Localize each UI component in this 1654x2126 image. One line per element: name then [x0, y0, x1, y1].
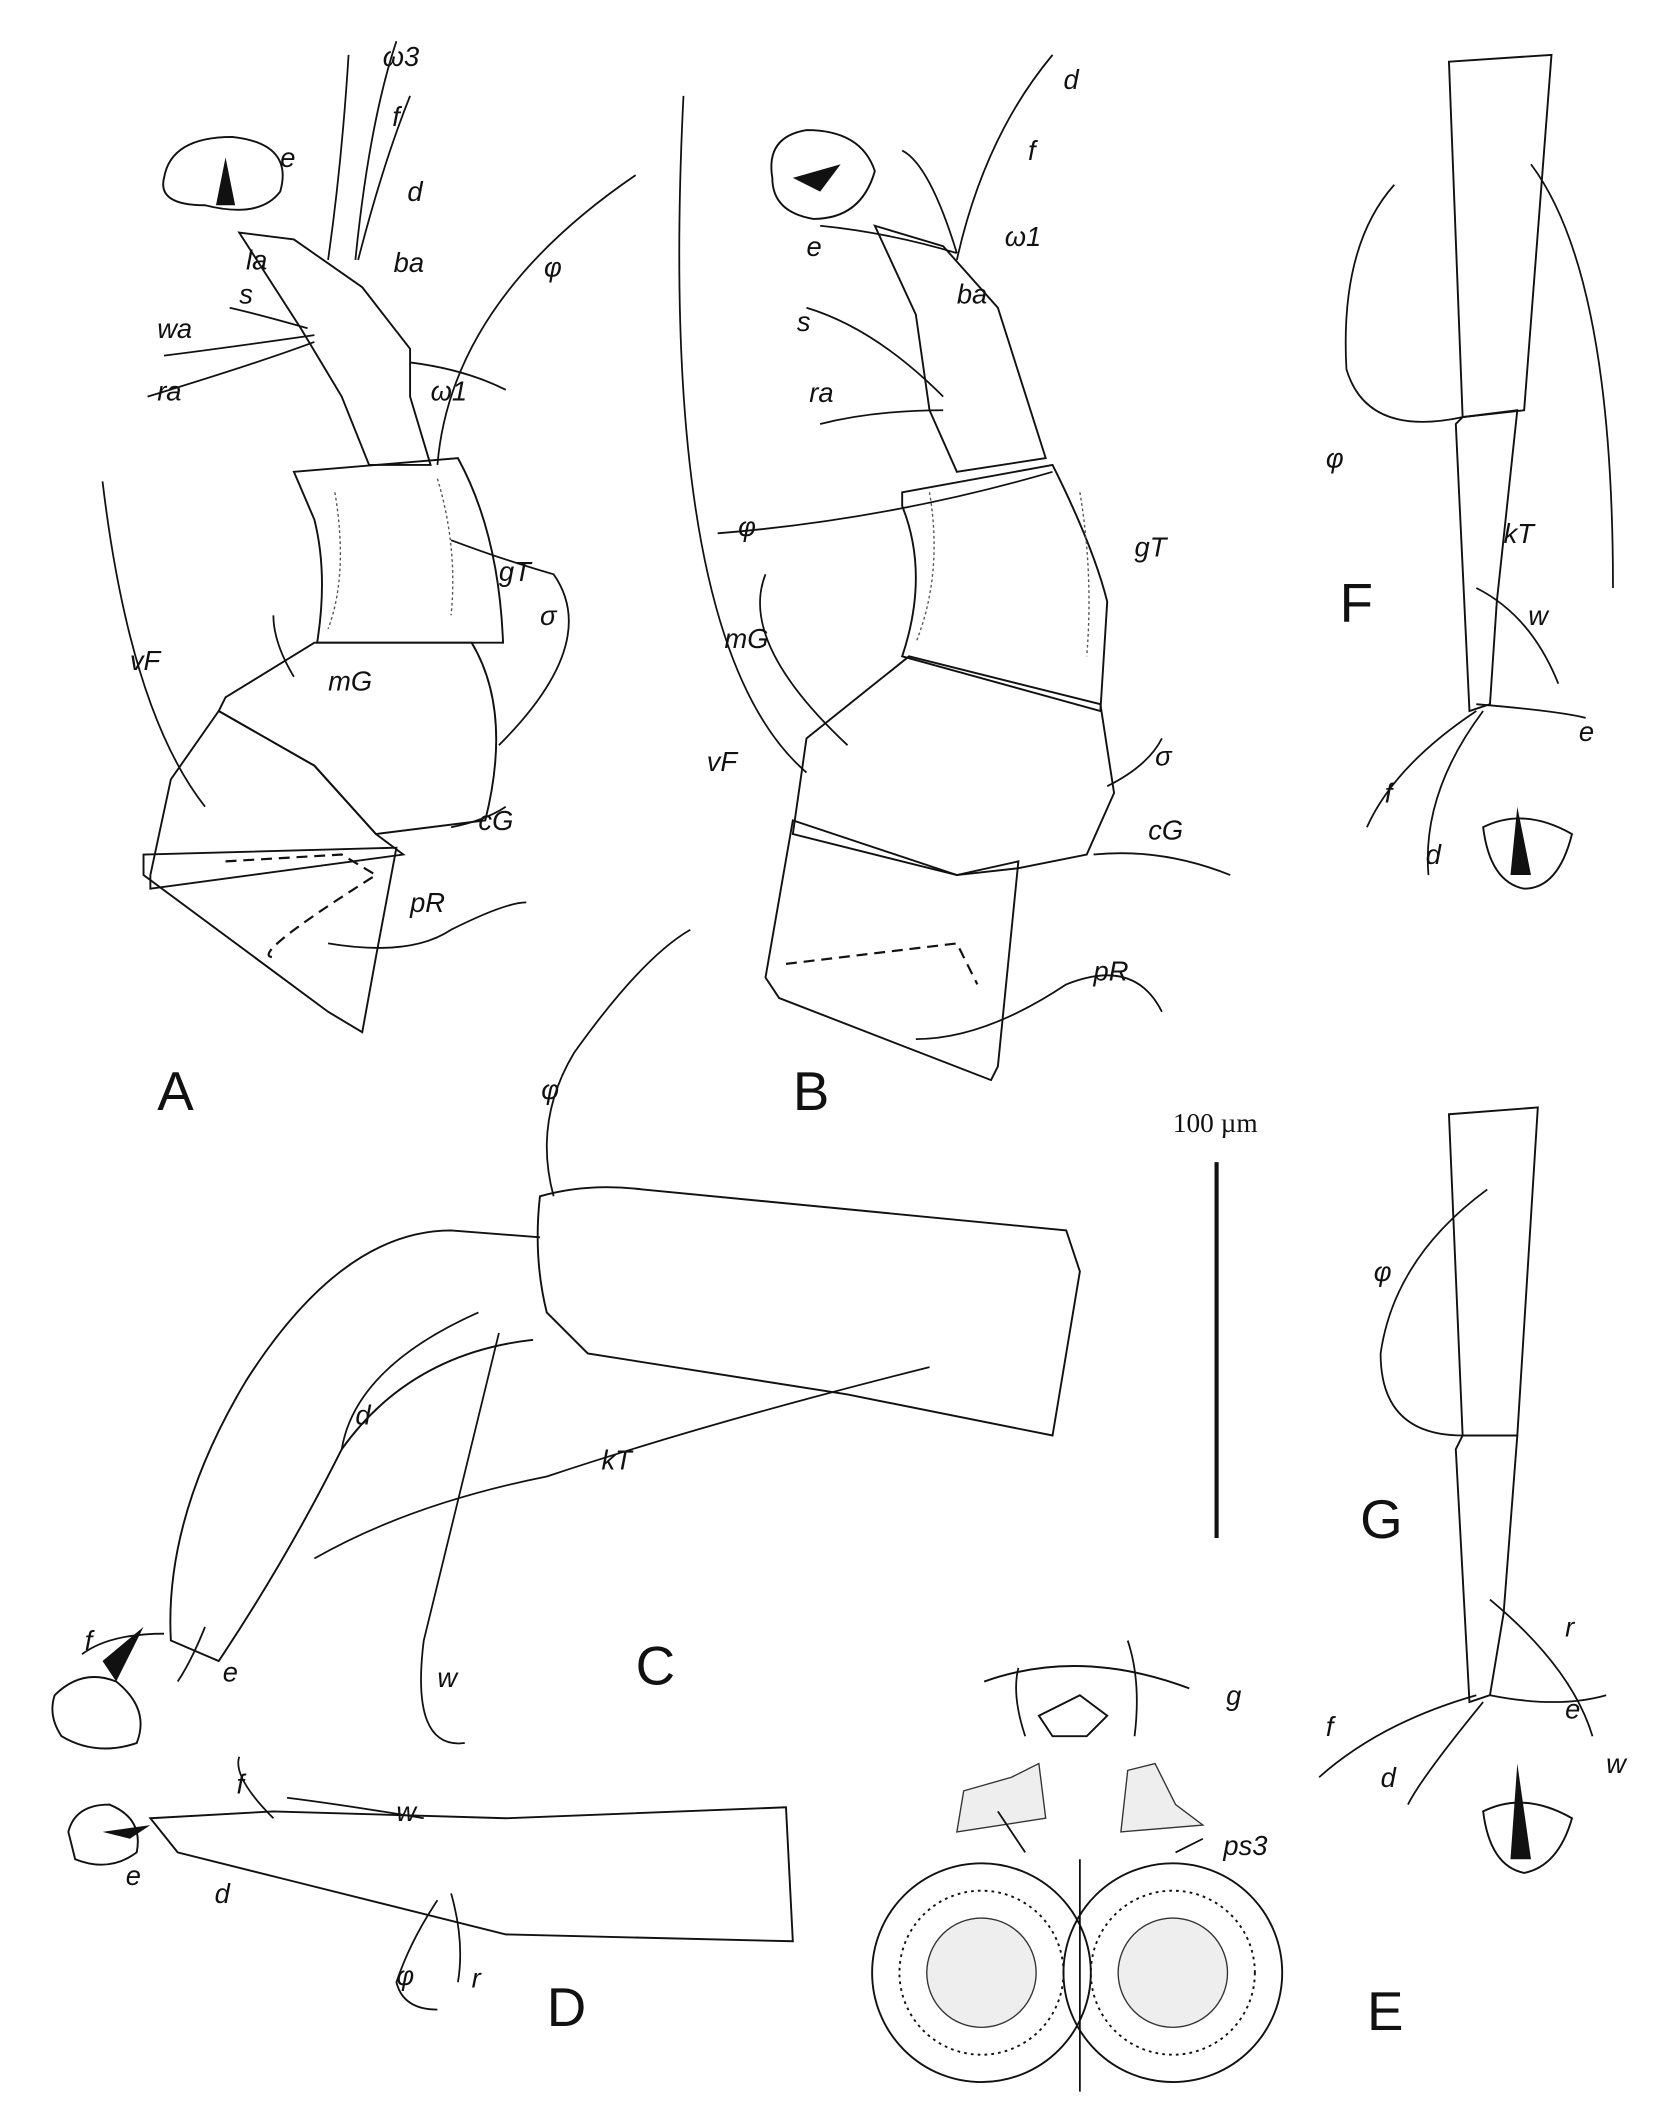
seta-label: f	[1326, 1711, 1336, 1742]
panel-label-a: A	[157, 1061, 194, 1122]
seta-label: φ	[1374, 1256, 1392, 1287]
seta-label: f	[392, 101, 402, 132]
seta-label: pR	[1093, 955, 1129, 986]
panel-f-drawing	[1344, 53, 1614, 890]
seta-label: φ	[396, 1960, 414, 1991]
seta-label: cG	[1148, 815, 1183, 846]
seta-label: f	[85, 1625, 95, 1656]
seta-label: φ	[1326, 443, 1344, 474]
seta-label: kT	[601, 1445, 634, 1476]
seta-label: w	[1528, 600, 1550, 631]
panel-label-f: F	[1340, 573, 1373, 634]
seta-label: vF	[707, 746, 739, 777]
panel-g-labels: φ r e f d w	[1326, 1256, 1628, 1793]
seta-label: w	[1606, 1748, 1628, 1779]
seta-label: d	[355, 1400, 371, 1431]
panel-label-b: B	[793, 1061, 829, 1122]
panel-g-drawing	[1318, 1106, 1607, 1874]
panel-a-labels: e ω3 f d la ba s wa ra ω1 φ gT σ mG vF c…	[130, 41, 562, 918]
seta-label: wa	[157, 313, 192, 344]
seta-label: r	[1565, 1611, 1576, 1642]
seta-label: ra	[157, 376, 181, 407]
seta-label: f	[1028, 135, 1038, 166]
panel-c-drawing	[51, 928, 1081, 1750]
seta-label: φ	[544, 251, 562, 282]
seta-label: e	[126, 1860, 141, 1891]
panel-c-labels: φ d kT f e w	[85, 1074, 634, 1693]
scale-bar: 100 µm	[1173, 1108, 1258, 1539]
seta-label: gT	[1135, 532, 1169, 563]
seta-label: φ	[738, 511, 756, 542]
seta-label: d	[407, 176, 423, 207]
panel-e-drawing	[871, 1640, 1284, 2092]
seta-label: w	[396, 1796, 418, 1827]
seta-label: e	[1565, 1693, 1580, 1724]
panel-label-g: G	[1360, 1489, 1403, 1550]
seta-label: s	[797, 306, 811, 337]
seta-label: e	[223, 1657, 238, 1688]
seta-label: ra	[809, 377, 833, 408]
seta-label: gT	[499, 556, 533, 587]
seta-label: w	[437, 1662, 459, 1693]
seta-label: mG	[328, 666, 372, 697]
seta-label: σ	[1155, 741, 1173, 772]
panel-b-labels: d f ω1 e ba s ra φ mG gT vF σ cG pR	[707, 64, 1183, 986]
panel-d-drawing	[67, 1756, 794, 2011]
seta-label: f	[236, 1769, 246, 1800]
panel-label-e: E	[1367, 1981, 1403, 2042]
seta-label: d	[1063, 64, 1079, 95]
seta-label: φ	[541, 1074, 559, 1105]
seta-label: e	[1579, 716, 1594, 747]
panel-label-c: C	[636, 1635, 675, 1696]
seta-label: vF	[130, 645, 162, 676]
seta-label: s	[239, 279, 253, 310]
seta-label: mG	[724, 623, 768, 654]
seta-label: e	[806, 231, 821, 262]
seta-label: g	[1226, 1680, 1241, 1711]
seta-label: f	[1385, 778, 1395, 809]
seta-label: pR	[409, 887, 445, 918]
panel-label-d: D	[547, 1977, 586, 2038]
panel-e-labels: g ps3	[1222, 1680, 1267, 1861]
seta-label: ω1	[431, 376, 467, 407]
seta-label: ba	[957, 279, 987, 310]
panel-f-labels: φ kT w e f d	[1326, 443, 1594, 870]
seta-label: ω3	[383, 41, 419, 72]
seta-label: d	[215, 1878, 231, 1909]
panel-a-drawing	[101, 40, 637, 1034]
panel-d-labels: f w e d φ r	[126, 1769, 483, 1994]
seta-label: d	[1381, 1762, 1397, 1793]
seta-label: ω1	[1005, 221, 1041, 252]
seta-label: r	[472, 1963, 483, 1994]
seta-label: ps3	[1222, 1830, 1267, 1861]
seta-label: d	[1426, 839, 1442, 870]
seta-label: e	[280, 142, 295, 173]
scale-bar-label: 100 µm	[1173, 1108, 1258, 1138]
seta-label: ba	[394, 247, 424, 278]
seta-label: la	[246, 244, 267, 275]
panel-b-drawing	[678, 54, 1231, 1082]
seta-label: cG	[478, 805, 513, 836]
seta-label: σ	[540, 600, 558, 631]
seta-label: kT	[1504, 518, 1537, 549]
